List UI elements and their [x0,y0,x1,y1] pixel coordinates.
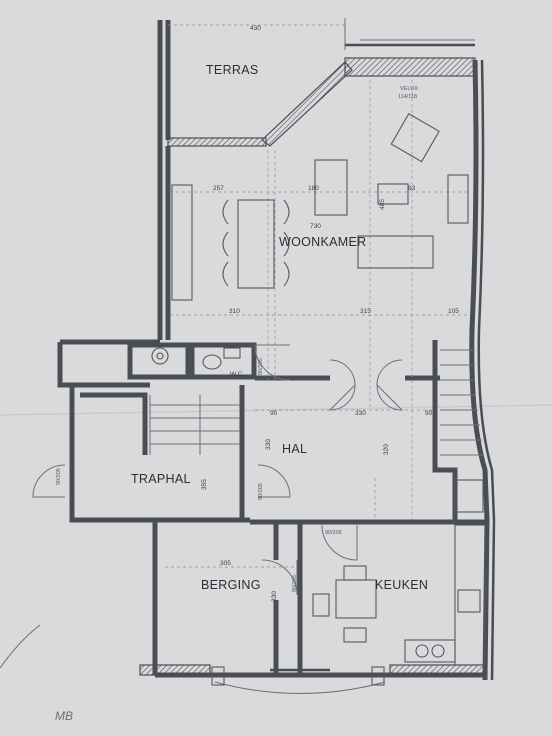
furniture [149,113,486,666]
dim-330: 330 [355,410,366,417]
door-90-205-traphal: 90/205 [56,468,62,485]
dim-h485: 485 [379,199,386,210]
dim-h355: 355 [201,479,208,490]
dim-terras-width: 430 [250,25,261,32]
pencil-scribble [0,624,41,669]
dim-730: 730 [310,223,321,230]
dim-h320: 320 [383,444,390,455]
doors [32,344,404,596]
outer-walls [57,59,496,694]
door-labels: 80/205 90/205 90/205 90/205 90/205 [56,358,342,592]
door-90-205-hal: 90/205 [258,483,264,500]
label-terras: TERRAS [206,63,259,77]
dim-310: 310 [229,308,240,315]
label-berging: BERGING [201,578,261,592]
dim-90b: 90 [425,410,433,417]
terras-area [157,18,476,147]
room-labels: TERRAS WOONKAMER HAL TRAPHAL BERGING KEU… [131,63,428,592]
dimension-lines [165,80,470,568]
label-wc: W.C. [230,371,244,378]
door-80-205: 80/205 [258,358,264,375]
dim-105: 105 [448,308,459,315]
dim-305: 305 [220,560,231,567]
velux-size: 114/118 [398,94,417,100]
dim-315: 315 [360,308,371,315]
signature: MB [55,709,73,723]
dim-93: 93 [408,185,416,192]
velux-label: VELUX [400,86,418,92]
dimension-labels: 430 257 730 180 93 310 315 105 90 330 90… [201,25,459,602]
dim-h330: 330 [265,439,272,450]
dim-180: 180 [308,185,319,192]
door-90-205-keuken: 90/205 [325,530,342,536]
label-hal: HAL [282,442,307,456]
label-keuken: KEUKEN [375,578,428,592]
dim-h330b: 330 [271,591,278,602]
dim-257: 257 [213,185,224,192]
dim-90a: 90 [270,410,278,417]
door-90-205-berging: 90/205 [292,575,298,592]
label-woonkamer: WOONKAMER [279,235,366,249]
label-traphal: TRAPHAL [131,472,191,486]
